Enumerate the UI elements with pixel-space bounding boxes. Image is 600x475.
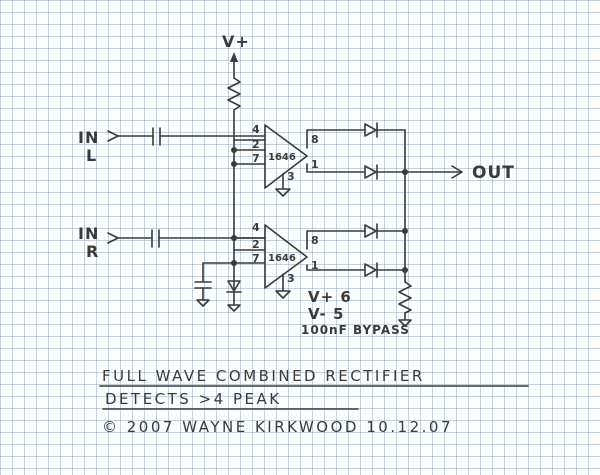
note-bypass: 100nF BYPASS: [301, 323, 410, 337]
top-pin2: 2: [252, 138, 260, 151]
top-pin3: 3: [287, 170, 295, 183]
left-channel-label: L: [86, 146, 97, 165]
load-ground-icon: [398, 319, 412, 327]
caption: FULL WAVE COMBINED RECTIFIER DETECTS >4 …: [99, 367, 529, 436]
bottom-pin2: 2: [252, 238, 260, 251]
top-pin1: 1: [311, 158, 319, 171]
bottom-ic-part: 1646: [268, 253, 296, 264]
top-pin8: 8: [311, 133, 319, 146]
caption-title: FULL WAVE COMBINED RECTIFIER: [102, 367, 425, 385]
top-pin7: 7: [252, 152, 260, 165]
right-channel-label: R: [86, 242, 99, 261]
right-input-label: IN: [78, 224, 99, 243]
bottom-pin7: 7: [252, 252, 260, 265]
vplus-label: V+: [222, 32, 250, 51]
caption-subtitle: DETECTS >4 PEAK: [105, 390, 282, 408]
caption-credit: © 2007 WAYNE KIRKWOOD 10.12.07: [102, 418, 453, 436]
bottom-ic: 1646 4 2 7 3 8 1: [233, 221, 366, 299]
top-ic: 1646 4 2 7 3 8 1: [233, 123, 366, 197]
load-resistor: [398, 281, 412, 327]
left-input-label: IN: [78, 128, 99, 147]
bottom-pin4: 4: [252, 221, 260, 234]
left-input-arrow: [107, 130, 119, 142]
top-ic-part: 1646: [268, 152, 296, 163]
diode-2-icon: [364, 165, 377, 179]
top-pin4: 4: [252, 123, 260, 136]
bottom-ic-body: [264, 224, 308, 289]
top-ic-body: [264, 124, 308, 189]
bias-network: [194, 262, 242, 312]
bottom-pin8: 8: [311, 234, 319, 247]
right-input-arrow: [107, 232, 119, 244]
note-vminus: V- 5: [308, 305, 344, 323]
diode-ground-icon: [227, 304, 241, 312]
output-label: OUT: [472, 163, 515, 183]
top-ic-ground-icon: [275, 188, 291, 197]
bottom-pin1: 1: [311, 259, 319, 272]
bottom-ic-ground-icon: [275, 290, 291, 299]
left-input: IN L: [78, 127, 266, 165]
vplus-arrow: [230, 52, 238, 62]
pullup-resistor: [227, 77, 241, 111]
bias-diode-icon: [227, 280, 241, 292]
diode-1-icon: [364, 123, 377, 137]
bottom-pin3: 3: [287, 272, 295, 285]
right-input: IN R: [78, 224, 266, 261]
vplus-supply: V+: [222, 32, 250, 141]
output-arrow: [451, 165, 463, 179]
output: OUT: [404, 163, 515, 183]
supply-notes: V+ 6 V- 5 100nF BYPASS: [301, 288, 410, 337]
cap-ground-icon: [196, 299, 210, 307]
note-vplus: V+ 6: [308, 288, 352, 306]
diode-3-icon: [364, 224, 377, 238]
diode-4-icon: [364, 263, 377, 277]
rectifier-diodes: [364, 122, 408, 283]
